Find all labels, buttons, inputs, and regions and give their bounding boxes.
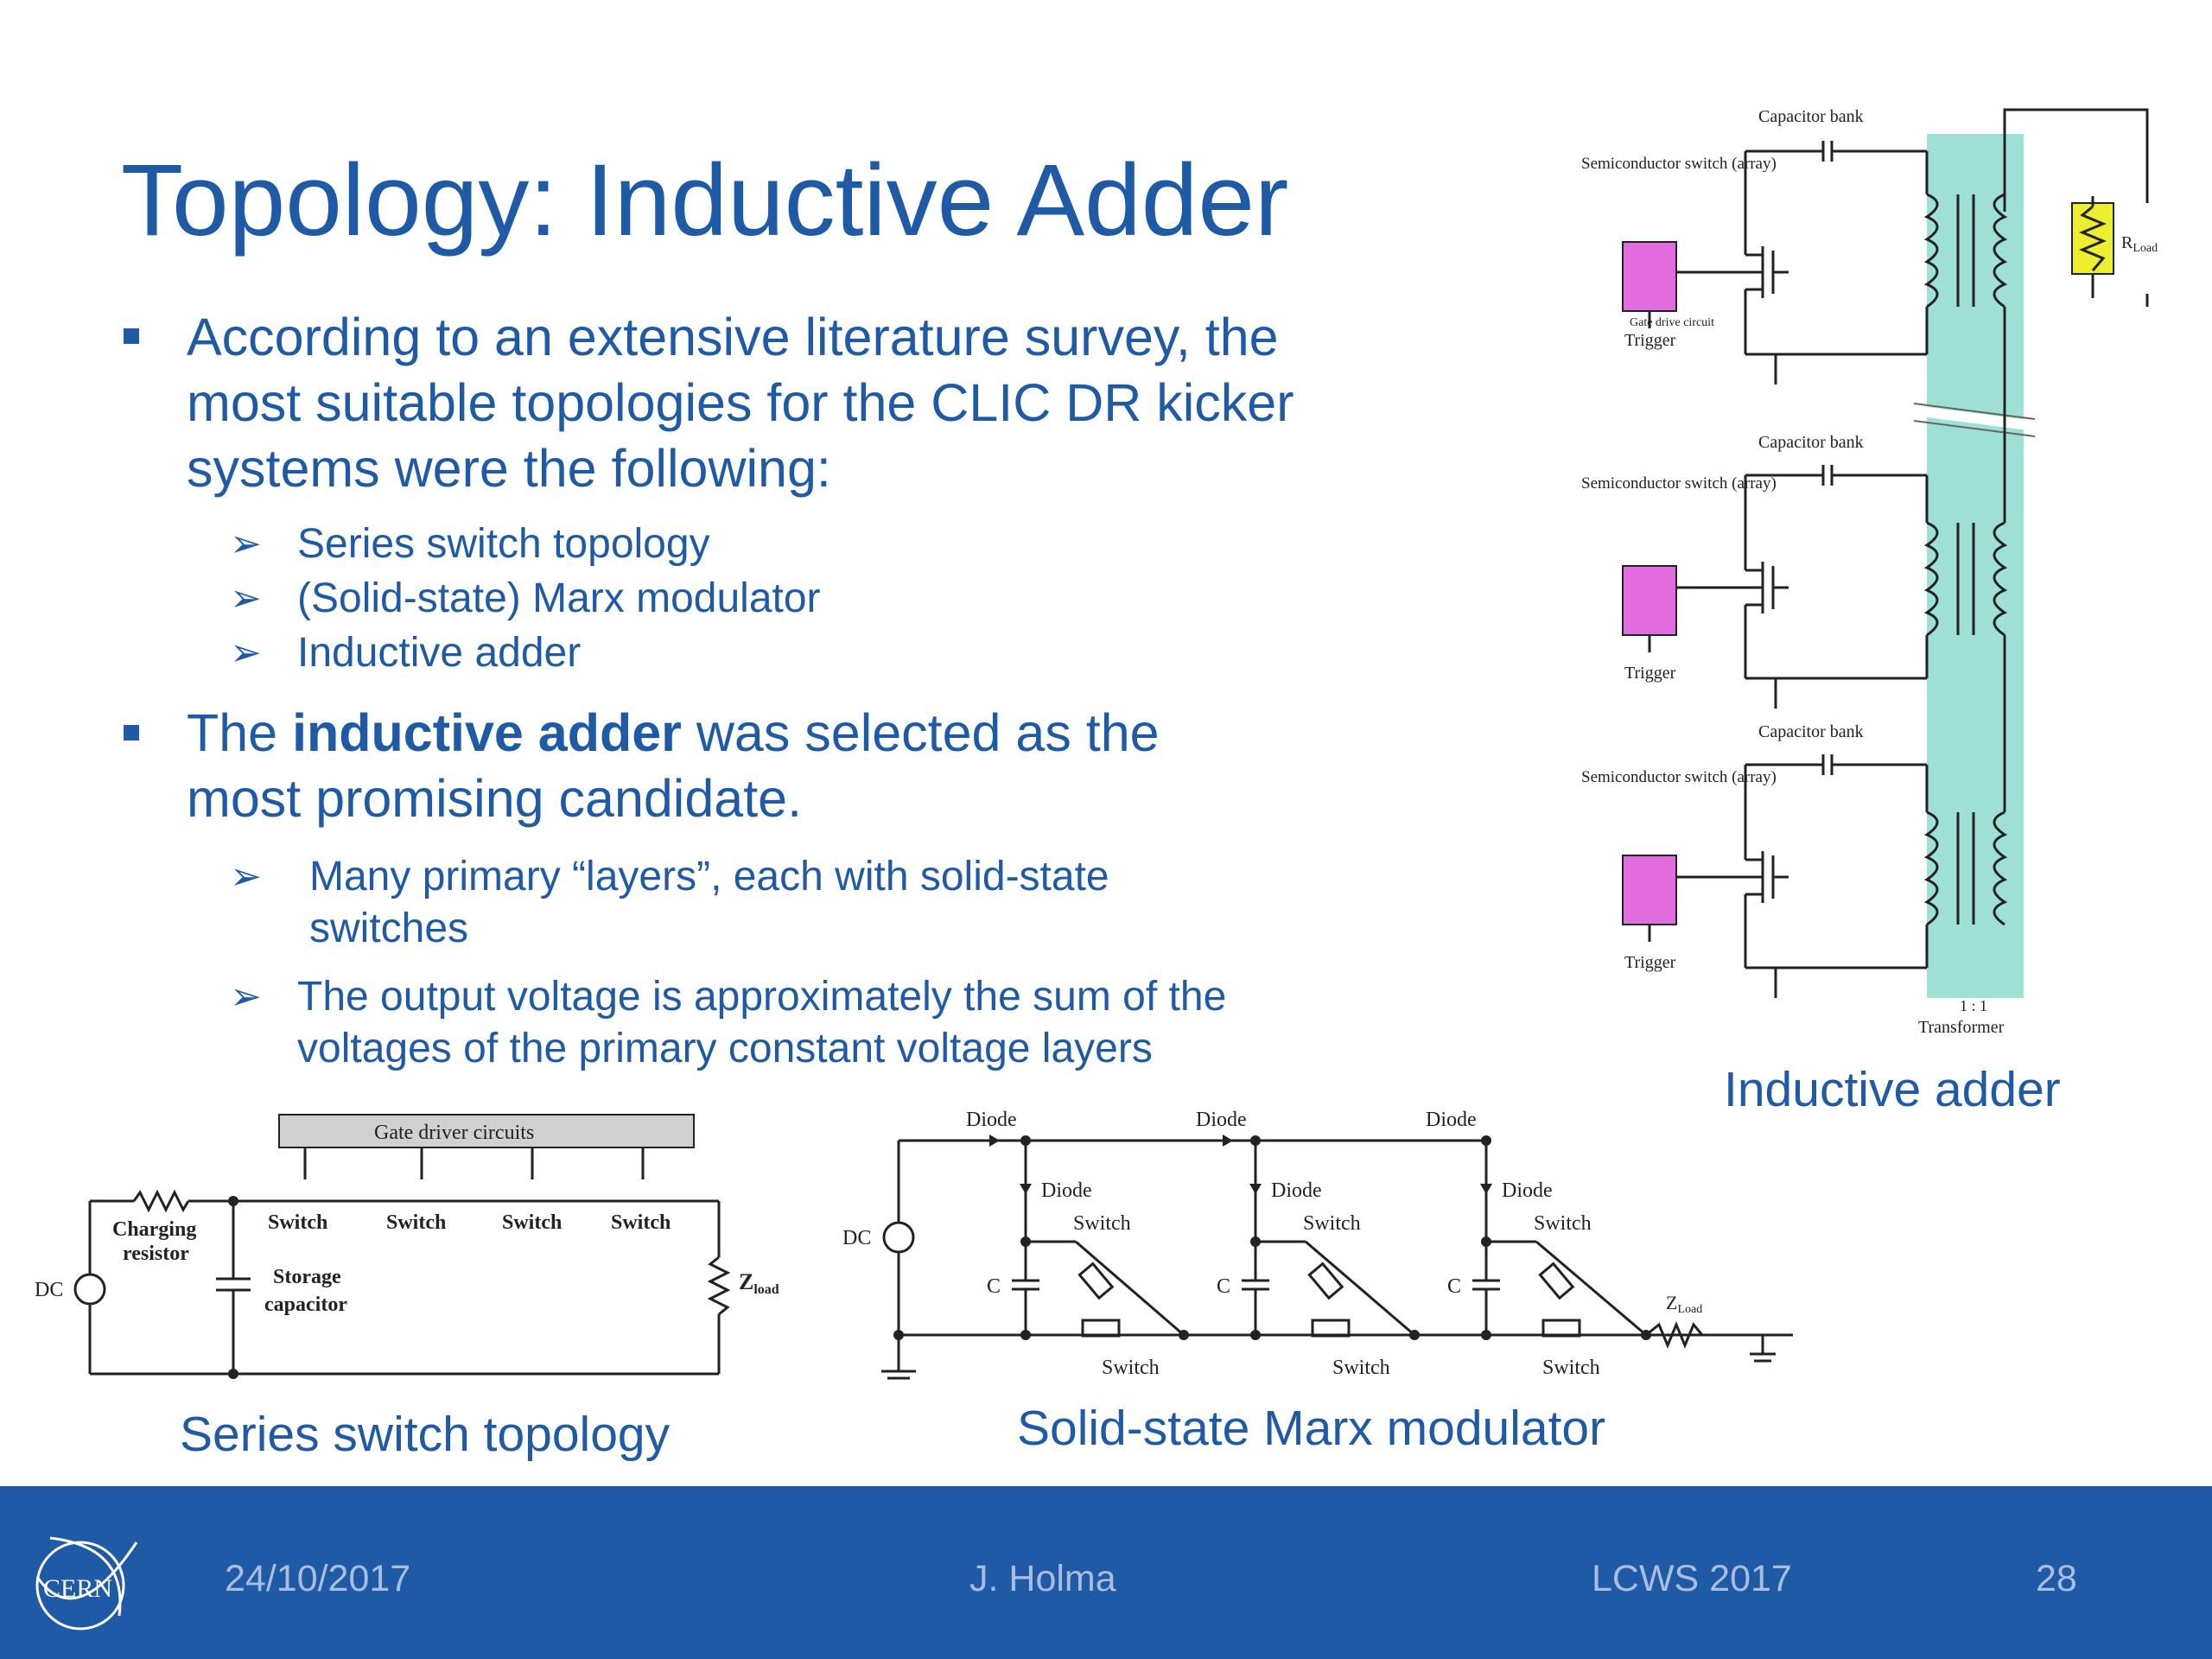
gate-drive-box <box>1622 855 1677 925</box>
diode-label: Diode <box>1502 1179 1553 1202</box>
gate-driver-box <box>278 1114 695 1148</box>
diode-label: Diode <box>1426 1109 1477 1131</box>
bullet-selected-pre: The <box>187 703 293 762</box>
sub-item-inductive-adder: Inductive adder <box>297 630 582 676</box>
marx-modulator-diagram: Diode Diode Diode Diode Diode Diode Swit… <box>842 1109 1793 1380</box>
capacitor-label: C <box>987 1275 1001 1298</box>
trigger-label: Trigger <box>1624 664 1676 683</box>
series-switch-diagram: Gate driver circuits Charging resistor S… <box>35 1114 779 1379</box>
dc-source-label: DC <box>842 1227 871 1249</box>
rload-label: RLoad <box>2121 233 2158 255</box>
slide-title: Topology: Inductive Adder <box>121 143 1289 257</box>
transformer-core <box>1927 134 2024 998</box>
arrow-bullet-icon: ➢ <box>230 577 262 620</box>
capacitor-bank-label: Capacitor bank <box>1758 433 1864 452</box>
capacitor-label: C <box>1447 1275 1461 1298</box>
switch-label: Switch <box>502 1211 562 1234</box>
diode-label: Diode <box>1271 1179 1322 1202</box>
switch-label: Switch <box>268 1211 327 1234</box>
transformer-label: Transformer <box>1918 1018 2005 1037</box>
bullet-survey: According to an extensive literature sur… <box>187 308 1294 498</box>
semiconductor-switch-label: Semiconductor switch (array) <box>1581 768 1777 786</box>
diode-label: Diode <box>1041 1179 1092 1202</box>
arrow-bullet-icon: ➢ <box>230 976 262 1018</box>
gate-drive-box <box>1622 241 1677 312</box>
arrow-bullet-icon: ➢ <box>230 855 262 898</box>
switch-label: Switch <box>1534 1212 1592 1235</box>
switch-label: Switch <box>1542 1357 1600 1379</box>
inductive-adder-diagram: Capacitor bank Capacitor bank Capacitor … <box>1581 107 2158 1037</box>
sub-item-series-switch: Series switch topology <box>297 521 710 567</box>
bullet-selected: The inductive adder was selected as the … <box>187 700 1275 831</box>
gate-driver-label: Gate driver circuits <box>374 1122 534 1144</box>
bullet-marker <box>124 328 139 344</box>
switch-label: Switch <box>1073 1212 1131 1235</box>
semiconductor-switch-label: Semiconductor switch (array) <box>1581 155 1777 173</box>
footer-page-number: 28 <box>2036 1558 2077 1599</box>
diode-label: Diode <box>966 1109 1017 1131</box>
footer-event: LCWS 2017 <box>1592 1558 1792 1599</box>
sub-item-layers: Many primary “layers”, each with solid-s… <box>309 854 1109 951</box>
gate-drive-box <box>1622 565 1677 636</box>
diode-label: Diode <box>1196 1109 1247 1131</box>
arrow-bullet-icon: ➢ <box>230 523 262 565</box>
semiconductor-switch-label: Semiconductor switch (array) <box>1581 474 1777 493</box>
gate-drive-label: Gate drive circuit <box>1630 316 1714 329</box>
cern-logo-icon: CERN <box>35 1536 138 1630</box>
svg-text:CERN: CERN <box>43 1574 112 1603</box>
trigger-label: Trigger <box>1624 331 1676 350</box>
series-switch-caption: Series switch topology <box>180 1407 671 1462</box>
sub-item-output-voltage: The output voltage is approximately the … <box>297 974 1227 1071</box>
switch-label: Switch <box>1102 1357 1160 1379</box>
storage-capacitor-label: Storage <box>273 1266 341 1288</box>
charging-resistor-label: resistor <box>123 1243 189 1265</box>
footer-bar: CERN 24/10/2017 J. Holma LCWS 2017 28 <box>0 1486 2212 1659</box>
trigger-label: Trigger <box>1624 953 1676 972</box>
arrow-bullet-icon: ➢ <box>230 632 262 674</box>
load-resistor <box>2071 202 2114 275</box>
switch-label: Switch <box>386 1211 446 1234</box>
zload-label: Zload <box>739 1269 779 1297</box>
switch-label: Switch <box>1303 1212 1361 1235</box>
capacitor-bank-label: Capacitor bank <box>1758 107 1864 126</box>
bullet-selected-post: was selected as the most promising candi… <box>187 703 1160 828</box>
bullet-marker <box>124 725 139 741</box>
zload-label: ZLoad <box>1666 1292 1702 1316</box>
storage-capacitor-label: capacitor <box>264 1294 347 1316</box>
capacitor-label: C <box>1217 1275 1230 1298</box>
inductive-adder-caption: Inductive adder <box>1724 1062 2061 1117</box>
switch-label: Switch <box>611 1211 671 1234</box>
footer-author: J. Holma <box>969 1558 1116 1599</box>
marx-modulator-caption: Solid-state Marx modulator <box>1017 1401 1606 1456</box>
bullet-selected-bold: inductive adder <box>292 703 682 762</box>
capacitor-bank-label: Capacitor bank <box>1758 722 1864 741</box>
switch-label: Switch <box>1332 1357 1390 1379</box>
transformer-ratio-label: 1 : 1 <box>1960 997 1987 1014</box>
sub-item-marx: (Solid-state) Marx modulator <box>297 575 821 621</box>
footer-date: 24/10/2017 <box>225 1558 411 1599</box>
charging-resistor-label: Charging <box>112 1218 196 1241</box>
dc-source-label: DC <box>35 1279 63 1301</box>
